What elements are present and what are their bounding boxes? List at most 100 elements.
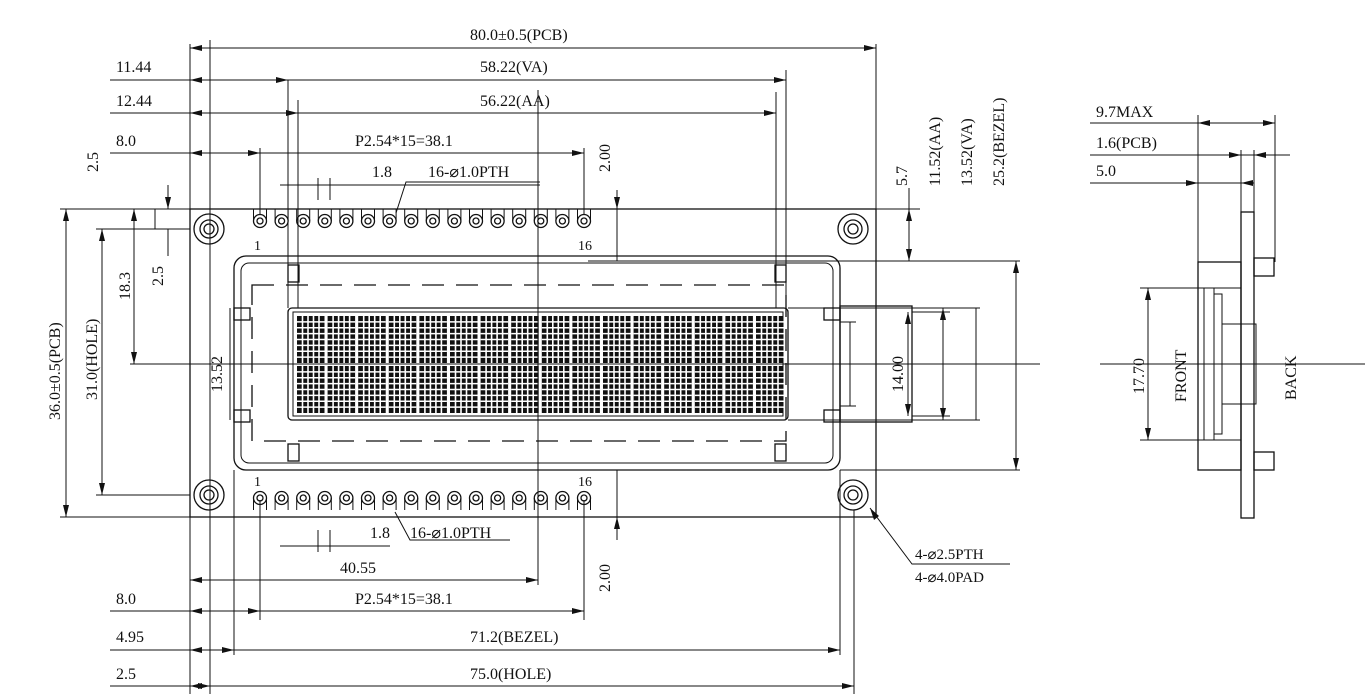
dim-pcb-thickness: 1.6(PCB) — [1096, 135, 1157, 152]
character-cell — [358, 316, 386, 363]
pin-pad-top — [533, 209, 548, 229]
character-cell — [725, 316, 753, 363]
dimension-lines — [63, 45, 1019, 689]
dim-40-55: 40.55 — [340, 560, 376, 577]
character-cell — [358, 366, 386, 413]
dim-aa-width: 56.22(AA) — [480, 93, 550, 110]
dim-pitch-bottom: P2.54*15=38.1 — [355, 591, 453, 608]
dim-pth-top: 16-⌀1.0PTH — [428, 164, 510, 181]
pin-pad-bottom — [512, 490, 527, 510]
character-cell — [756, 366, 784, 413]
dim-va-offset: 11.44 — [116, 59, 151, 76]
pin16-top-label: 16 — [578, 239, 592, 254]
dim-aa-height: 11.52(AA) — [927, 117, 944, 186]
dim-pth-bottom: 16-⌀1.0PTH — [410, 525, 492, 542]
pin-pad-top — [274, 209, 289, 229]
pin-pad-top — [252, 209, 268, 229]
dim-bezel-width: 71.2(BEZEL) — [470, 629, 558, 646]
dim-pin-row-gap-bottom: 2.00 — [597, 564, 614, 592]
pin-pad-top — [382, 209, 397, 229]
pin-pad-bottom — [425, 490, 440, 510]
character-cell — [327, 316, 356, 363]
pin-pad-top — [468, 209, 484, 229]
dim-pcb-height: 36.0±0.5(PCB) — [47, 322, 64, 420]
dim-mount-pth: 4-⌀2.5PTH — [915, 547, 984, 563]
dimension-labels: 80.0±0.5(PCB) 58.22(VA) 11.44 56.22(AA) … — [47, 27, 1008, 683]
dim-pcb-width: 80.0±0.5(PCB) — [470, 27, 568, 44]
character-cell — [633, 316, 662, 363]
pin-pad-bottom — [274, 490, 289, 510]
mounting-hole-br — [837, 479, 869, 511]
pin-pad-top — [425, 209, 440, 229]
side-view: 9.7MAX 1.6(PCB) 5.0 17.70 FRONT BACK — [1090, 104, 1365, 519]
pin-pad-top — [360, 209, 376, 229]
pin-pad-top — [490, 209, 505, 229]
dim-top-5-7: 5.7 — [894, 166, 911, 186]
pin1-top-label: 1 — [254, 239, 261, 254]
character-cell — [480, 366, 509, 413]
dim-h-14-00: 14.00 — [890, 356, 907, 392]
pin-pad-bottom — [555, 490, 570, 510]
dim-va-width: 58.22(VA) — [480, 59, 548, 76]
dim-bezel-offset: 4.95 — [116, 629, 144, 646]
pin-pad-top — [296, 209, 311, 229]
pin-pad-bottom — [447, 490, 462, 510]
character-cell — [664, 316, 692, 363]
character-cell — [756, 316, 784, 363]
pin-pad-bottom — [490, 490, 505, 510]
mounting-hole-tl — [193, 213, 225, 245]
pin16-bottom-label: 16 — [578, 475, 592, 490]
character-cell — [603, 316, 631, 363]
dim-pin-row-offset: 2.5 — [85, 152, 102, 172]
pin-pad-top — [512, 209, 527, 229]
center-lines — [130, 90, 1040, 585]
pin-pad-bottom — [317, 490, 332, 510]
dim-hole-width: 75.0(HOLE) — [470, 666, 551, 683]
dim-pin-pad-top: 1.8 — [372, 164, 392, 181]
dim-pin1-offset-bottom: 8.0 — [116, 591, 136, 608]
dim-pin-pad-bottom: 1.8 — [370, 525, 390, 542]
character-cell — [419, 316, 447, 363]
pin-pad-top — [447, 209, 462, 229]
mounting-hole-bl — [193, 479, 225, 511]
character-cell — [572, 316, 600, 363]
pin-rows — [252, 209, 592, 510]
character-cell — [297, 366, 325, 413]
pin-pad-bottom — [533, 490, 548, 510]
dim-bezel-height: 25.2(BEZEL) — [991, 98, 1008, 186]
character-cell — [450, 366, 478, 413]
character-matrix — [297, 316, 784, 413]
dim-hole-offset: 2.5 — [116, 666, 136, 683]
character-cell — [450, 316, 478, 363]
pin-pad-top — [404, 209, 419, 229]
character-cell — [388, 316, 417, 363]
dim-h-2-5: 2.5 — [150, 266, 167, 286]
character-cell — [511, 316, 539, 363]
pin1-bottom-label: 1 — [254, 475, 261, 490]
dim-pin1-offset-top: 8.0 — [116, 133, 136, 150]
dim-pin-row-gap-top: 2.00 — [597, 144, 614, 172]
character-cell — [327, 366, 356, 413]
character-cell — [419, 366, 447, 413]
dim-pitch-top: P2.54*15=38.1 — [355, 133, 453, 150]
character-cell — [603, 366, 631, 413]
character-cell — [694, 366, 723, 413]
dim-height-17-70: 17.70 — [1131, 358, 1148, 394]
character-cell — [541, 366, 570, 413]
character-cell — [480, 316, 509, 363]
character-cell — [725, 366, 753, 413]
character-cell — [541, 316, 570, 363]
dim-max-thickness: 9.7MAX — [1096, 104, 1154, 121]
viewing-area-dashed — [251, 284, 787, 442]
pin-pad-top — [339, 209, 354, 229]
pin-pad-bottom — [382, 490, 397, 510]
dim-aa-offset: 12.44 — [116, 93, 152, 110]
dim-va-height: 13.52(VA) — [959, 118, 976, 186]
character-cell — [694, 316, 723, 363]
mounting-hole-tr — [837, 213, 869, 245]
pin-pad-top — [555, 209, 570, 229]
character-cell — [388, 366, 417, 413]
dim-hole-height: 31.0(HOLE) — [84, 319, 101, 400]
